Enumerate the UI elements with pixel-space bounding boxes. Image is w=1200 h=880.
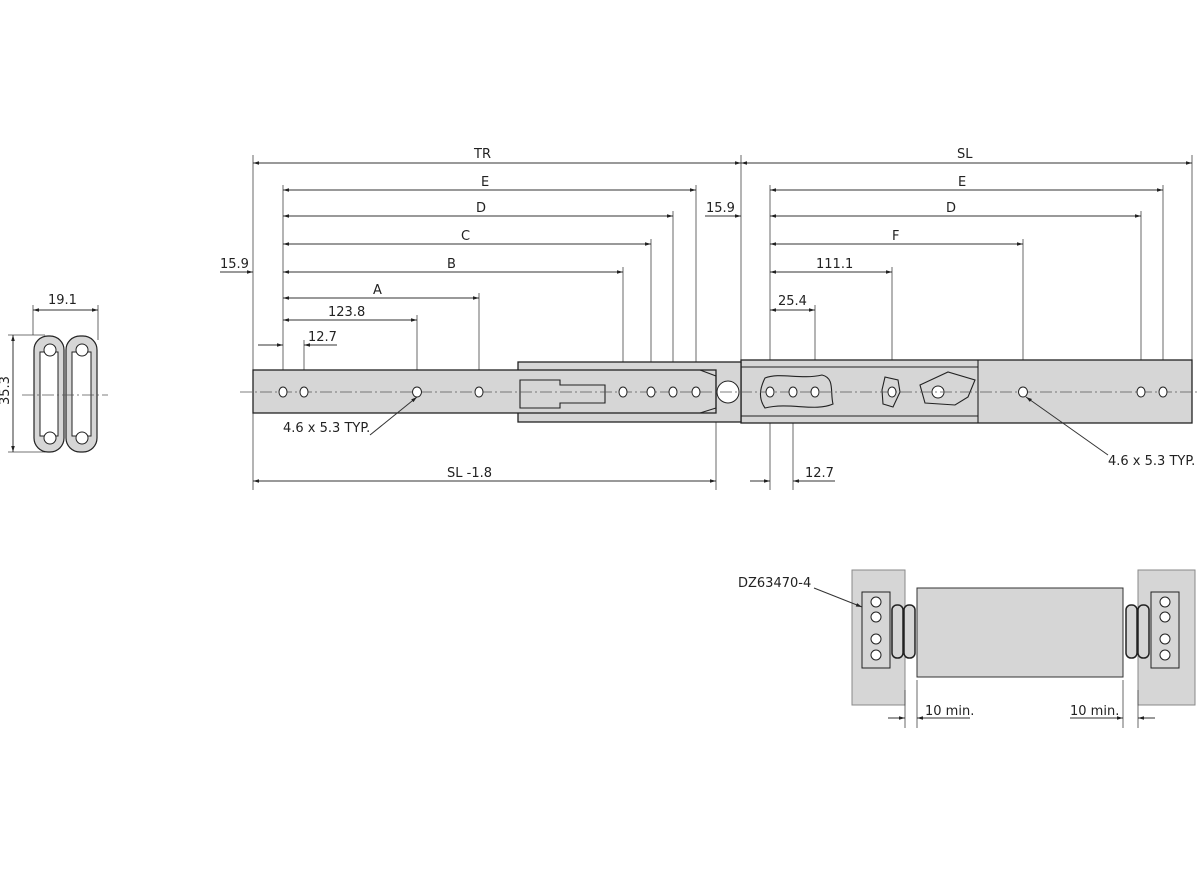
profile-height-label: 35.3 [0, 376, 13, 405]
dim-e-right: E [958, 175, 966, 190]
slide-rail [240, 359, 1200, 456]
dim-15-9-left: 15.9 [220, 257, 249, 272]
dim-25-4: 25.4 [778, 294, 807, 309]
hole-callout-left: 4.6 x 5.3 TYP. [283, 421, 370, 436]
dim-123-8: 123.8 [328, 305, 365, 320]
part-label: DZ63470-4 [738, 576, 811, 591]
dim-b-left: B [447, 257, 456, 272]
dimension-lines [220, 161, 1192, 483]
profile-view: 19.1 35.3 [0, 293, 108, 453]
dimension-labels: TR SL E D C B A 123.8 12.7 15.9 15.9 E D… [220, 147, 1195, 481]
profile-width-label: 19.1 [48, 293, 77, 308]
dim-15-9-mid: 15.9 [706, 201, 735, 216]
dim-sl-minus: SL -1.8 [447, 466, 492, 481]
dim-f-right: F [892, 229, 899, 244]
dim-12-7-bottom: 12.7 [805, 466, 834, 481]
dim-d-right: D [946, 201, 956, 216]
dim-a-left: A [373, 283, 382, 298]
gap-right-label: 10 min. [1070, 704, 1119, 719]
hole-callout-right: 4.6 x 5.3 TYP. [1108, 454, 1195, 469]
assembly-view: DZ63470-4 10 min. 10 min. [738, 569, 1196, 728]
mounting-holes [278, 386, 1168, 398]
dim-12-7-top: 12.7 [308, 330, 337, 345]
dim-e-left: E [481, 175, 489, 190]
dim-c-left: C [461, 229, 470, 244]
gap-left-label: 10 min. [925, 704, 974, 719]
dim-sl: SL [957, 147, 973, 162]
dim-d-left: D [476, 201, 486, 216]
dim-111-1: 111.1 [816, 257, 853, 272]
dim-tr: TR [473, 147, 491, 162]
